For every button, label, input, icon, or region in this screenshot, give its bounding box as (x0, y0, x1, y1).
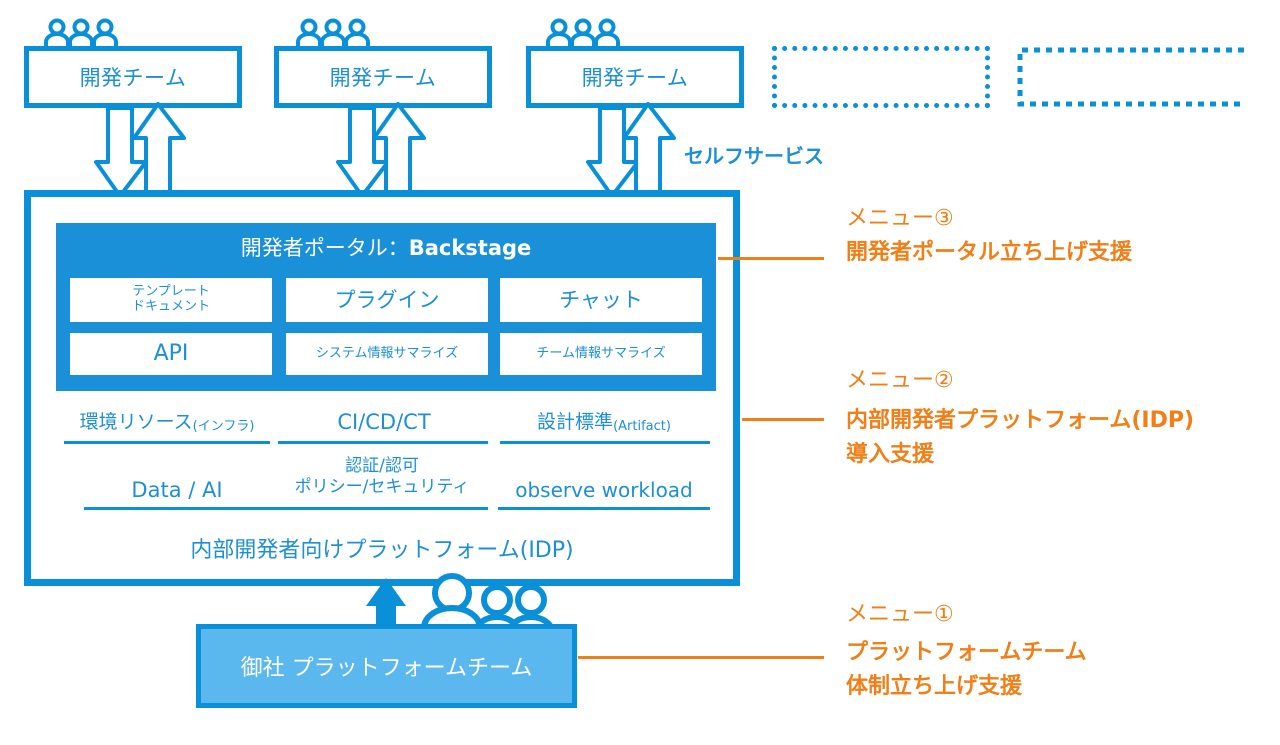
self-service-label: セルフサービス (684, 144, 824, 168)
menu-3-title: メニュー③ (846, 206, 954, 231)
menu-2-desc: 内部開発者プラットフォーム(IDP) 導入支援 (846, 404, 1194, 472)
env-resource-note: (インフラ) (192, 419, 255, 434)
up-arrow-icon (372, 102, 426, 198)
menu-1-desc-line1: プラットフォームチーム (846, 640, 1087, 665)
up-arrow-icon (132, 102, 186, 198)
infra-observe: observe workload (498, 470, 710, 502)
up-arrow-icon (622, 102, 676, 198)
dev-team-box-1: 開発チーム (24, 46, 242, 108)
cell-plugin-label: プラグイン (334, 287, 440, 312)
portal-title: 開発者ポータル：Backstage (56, 232, 716, 262)
portal-title-ja: 開発者ポータル： (240, 236, 409, 260)
team-people-icon (296, 18, 370, 48)
dev-team-label: 開発チーム (329, 66, 437, 90)
infra-auth: 認証/認可 ポリシー/セキュリティ (272, 452, 492, 502)
cell-template-label: テンプレート (132, 284, 210, 300)
portal-cell-chat: チャット (500, 278, 702, 322)
portal-title-en: Backstage (408, 236, 532, 260)
auth-label-line1: 認証/認可 (345, 455, 419, 476)
infra-cicdct: CI/CD/CT (280, 404, 488, 434)
connector-line-menu3 (718, 257, 824, 260)
cell-team-summary-label: チーム情報サマライズ (536, 345, 666, 361)
platform-team-label: 御社 プラットフォームチーム (240, 656, 533, 681)
infra-design-standard: 設計標準(Artifact) (500, 404, 708, 434)
cicdct-label: CI/CD/CT (337, 410, 431, 434)
dev-team-label: 開発チーム (79, 66, 187, 90)
dev-team-box-2: 開発チーム (274, 46, 492, 108)
portal-cell-plugin: プラグイン (286, 278, 488, 322)
portal-cell-system-summary: システム情報サマライズ (286, 333, 488, 375)
down-arrow-icon (336, 106, 390, 198)
dev-team-label: 開発チーム (581, 66, 689, 90)
team-people-icon (546, 18, 620, 48)
cell-system-summary-label: システム情報サマライズ (315, 345, 459, 361)
data-ai-label: Data / AI (131, 478, 223, 502)
auth-label-line2: ポリシー/セキュリティ (294, 477, 470, 497)
design-standard-note: (Artifact) (613, 419, 671, 434)
menu-1-desc: プラットフォームチーム 体制立ち上げ支援 (846, 636, 1087, 704)
underline (84, 507, 270, 510)
menu-1-desc-line2: 体制立ち上げ支援 (846, 674, 1023, 700)
team-people-icon (44, 18, 118, 48)
menu-1-title: メニュー① (846, 602, 954, 627)
cell-api-label: API (153, 341, 189, 367)
underline (500, 441, 710, 444)
cell-docs-label: ドキュメント (131, 299, 210, 314)
design-standard-label: 設計標準 (537, 411, 614, 433)
underline (270, 507, 488, 510)
portal-cell-api: API (70, 333, 272, 375)
portal-cell-template-docs: テンプレート ドキュメント (70, 278, 272, 322)
menu-2-desc-line1: 内部開発者プラットフォーム(IDP) (846, 408, 1195, 433)
down-arrow-icon (94, 106, 148, 198)
menu-3-desc-line1: 開発者ポータル立ち上げ支援 (846, 240, 1133, 265)
infra-env-resource: 環境リソース(インフラ) (64, 404, 270, 434)
observe-label: observe workload (515, 478, 693, 502)
underline (64, 441, 270, 444)
underline (498, 507, 710, 510)
placeholder-team-box-2 (1017, 47, 1244, 107)
infra-data-ai: Data / AI (84, 470, 270, 502)
dev-team-box-3: 開発チーム (526, 46, 744, 108)
platform-team-box: 御社 プラットフォームチーム (196, 624, 577, 708)
placeholder-team-box-1 (772, 46, 990, 108)
down-arrow-icon (586, 106, 640, 198)
env-resource-label: 環境リソース (79, 411, 193, 433)
idp-footer-label: 内部開発者向けプラットフォーム(IDP) (190, 538, 574, 563)
menu-2-title: メニュー② (846, 368, 954, 393)
menu-2-desc-line2: 導入支援 (846, 442, 935, 468)
connector-line-menu1 (578, 656, 824, 659)
underline (278, 441, 488, 444)
portal-cell-team-summary: チーム情報サマライズ (500, 333, 702, 375)
menu-3-desc: 開発者ポータル立ち上げ支援 (846, 236, 1132, 270)
connector-line-menu2 (742, 418, 824, 421)
cell-chat-label: チャット (559, 287, 643, 312)
